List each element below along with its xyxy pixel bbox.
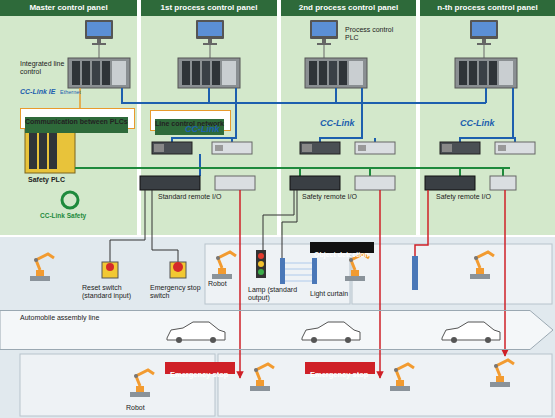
panel-heading: n-th process control panel xyxy=(420,0,555,16)
device-label: Standard remote I/O xyxy=(158,193,221,201)
control-panel: Master control panelCommunication betwee… xyxy=(0,0,137,235)
device-label: Emergency stop switch xyxy=(150,284,206,300)
device-label: Lamp (standard output) xyxy=(248,286,308,302)
node-label: Emergency stop xyxy=(310,370,368,380)
network-logo: CC-Link IE xyxy=(20,88,55,96)
panel-heading: 1st process control panel xyxy=(141,0,277,16)
device-label: Safety remote I/O xyxy=(436,193,491,201)
stop-tag: Emergency stop xyxy=(305,362,375,374)
robot-label: Robot xyxy=(208,280,227,288)
stop-tag: Emergency stop xyxy=(165,362,235,374)
network-logo: CC-Link xyxy=(320,118,355,128)
assembly-line: Automobile assembly line xyxy=(0,310,555,350)
node-label: Emergency stop xyxy=(170,370,228,380)
device-label: Safety remote I/O xyxy=(302,193,357,201)
device-label: Light curtain xyxy=(310,290,348,298)
network-tag: Communication between PLCs xyxy=(20,108,135,129)
device-label: Reset switch (standard input) xyxy=(82,284,144,300)
node-label: Communication between PLCs xyxy=(25,117,128,133)
robot-label: Robot xyxy=(126,404,145,412)
panel-heading: 2nd process control panel xyxy=(281,0,416,16)
network-logo: CC-Link xyxy=(185,124,220,134)
panel-caption: Integrated line control xyxy=(20,60,66,76)
function-tag: Object detection xyxy=(310,242,374,253)
device-label: Safety PLC xyxy=(28,176,65,184)
panel-caption: Process control PLC xyxy=(345,26,407,42)
network-logo: Ethernet xyxy=(60,89,81,95)
panel-heading: Master control panel xyxy=(0,0,137,16)
node-label: Object detection xyxy=(314,250,369,259)
network-logo: CC-Link Safety xyxy=(40,212,86,219)
network-logo: CC-Link xyxy=(460,118,495,128)
node-label: Automobile assembly line xyxy=(18,314,101,321)
